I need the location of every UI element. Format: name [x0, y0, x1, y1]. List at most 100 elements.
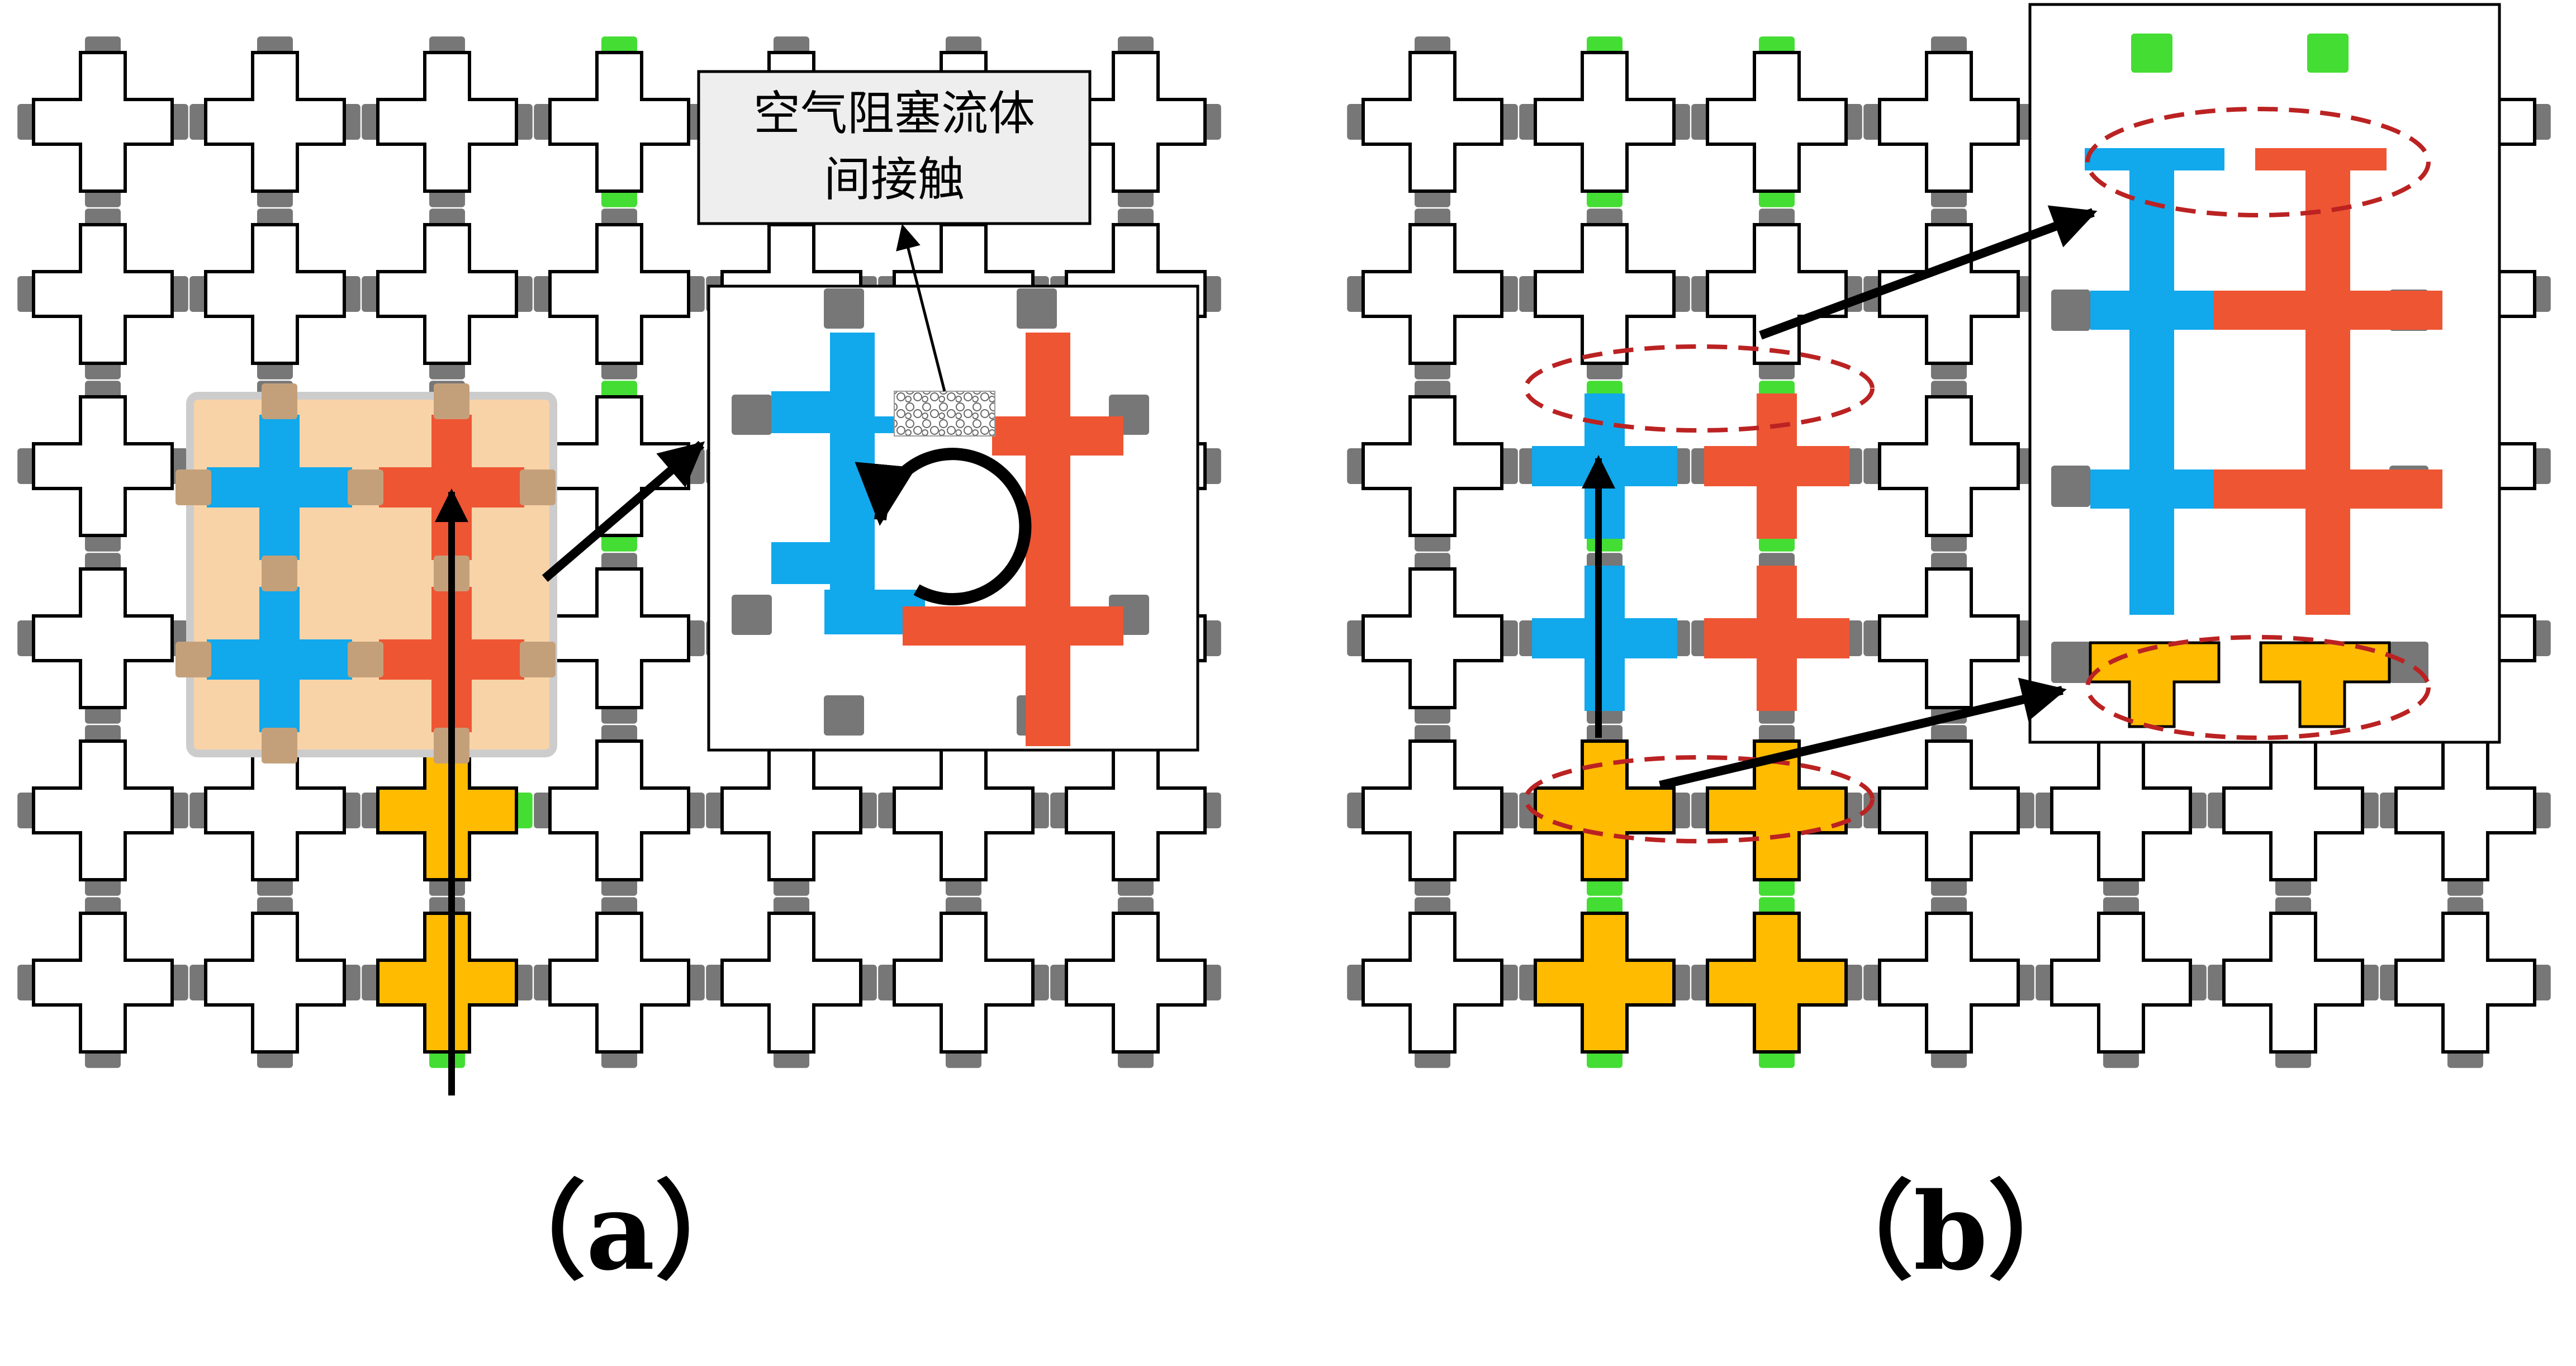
- red-fluid-cell: [1704, 566, 1849, 711]
- zoom-arrow-b-top: [1759, 205, 2098, 340]
- interface-ellipse: [2085, 107, 2431, 217]
- mixer-cell: [204, 912, 346, 1054]
- mixer-cell: [1361, 567, 1503, 709]
- orange-fluid-cell: [1534, 739, 1676, 881]
- panel-label-a: （a）: [480, 1169, 761, 1294]
- overlap-pad: [520, 642, 556, 677]
- port-pad: [1017, 288, 1057, 329]
- panel-label-b: （b）: [1808, 1169, 2094, 1294]
- mixer-cell: [204, 51, 346, 193]
- mixer-cell: [2394, 912, 2536, 1054]
- mixer-cell: [548, 912, 690, 1054]
- overlap-pad: [348, 469, 383, 505]
- mixer-cell: [2394, 739, 2536, 881]
- red-fluid-cell: [379, 415, 524, 560]
- mixer-cell: [720, 739, 862, 881]
- mixer-cell: [1361, 51, 1503, 193]
- callout-line-2: 间接触: [824, 152, 965, 207]
- port-pad: [2051, 290, 2090, 331]
- port-pad: [732, 395, 772, 435]
- overlap-pad: [262, 383, 297, 419]
- callout-line-1: 空气阻塞流体: [753, 86, 1035, 141]
- mixer-cell: [548, 739, 690, 881]
- mixer-cell: [32, 395, 174, 537]
- port-pad: [732, 595, 772, 635]
- mixer-cell: [32, 739, 174, 881]
- orange-fluid-cell: [1706, 912, 1848, 1054]
- mixer-cell: [1361, 395, 1503, 537]
- callout-air-blockage: 空气阻塞流体 间接触: [697, 70, 1092, 225]
- zoom-arrow-a: [542, 440, 705, 582]
- orange-fluid-cell: [1706, 739, 1848, 881]
- circulation-arrow: [855, 448, 1032, 606]
- blue-fluid-zoom: [2085, 148, 2224, 170]
- zoom-frame-b: [2028, 3, 2501, 744]
- mixer-cell: [548, 51, 690, 193]
- mixer-cell: [548, 223, 690, 365]
- port-pad: [824, 288, 864, 329]
- overlays: [175, 3, 2501, 1095]
- mixer-cell: [204, 223, 346, 365]
- orange-fluid-cell: [376, 739, 518, 881]
- mixer-cell: [1361, 739, 1503, 881]
- mixer-cell: [893, 912, 1035, 1054]
- callout-pointer: [896, 224, 946, 392]
- port-pad: [2131, 34, 2172, 73]
- zoom-inset-b: [2028, 3, 2501, 744]
- mixer-cell: [204, 739, 346, 881]
- port-pad: [2051, 642, 2090, 683]
- blue-fluid-cell: [1532, 393, 1677, 539]
- overlap-pad: [348, 642, 383, 677]
- callout-box: [697, 70, 1092, 225]
- mixer-cell: [376, 223, 518, 365]
- blue-fluid-zoom: [824, 590, 925, 634]
- orange-fluid-zoom: [2089, 641, 2221, 728]
- mixer-cell: [1706, 51, 1848, 193]
- zoom-frame-a: [707, 284, 1199, 752]
- mixer-cell: [1361, 223, 1503, 365]
- red-fluid-zoom: [903, 333, 1123, 746]
- mixer-cell: [32, 912, 174, 1054]
- mixer-cell: [1361, 912, 1503, 1054]
- overlap-pad: [175, 469, 211, 505]
- interface-ellipse: [2085, 635, 2431, 740]
- mixer-cell: [376, 51, 518, 193]
- mixer-cell: [1065, 912, 1207, 1054]
- overlap-pad: [175, 642, 211, 677]
- overlap-pad: [262, 556, 297, 591]
- red-fluid-cell: [1704, 393, 1849, 539]
- mixer-cell: [32, 51, 174, 193]
- overlap-pad: [434, 383, 469, 419]
- mixer-cell: [1878, 223, 2020, 365]
- red-fluid-zoom: [2213, 148, 2442, 615]
- mixer-cell: [2222, 739, 2364, 881]
- mixing-region-highlight: [186, 392, 557, 757]
- overlap-pad: [520, 469, 556, 505]
- mixer-cell: [1534, 223, 1676, 365]
- air-bubble-zone: [894, 391, 995, 437]
- mixer-cell: [1878, 739, 2020, 881]
- mixer-cell: [548, 567, 690, 709]
- mixer-cell: [1878, 567, 2020, 709]
- mixer-cell: [720, 912, 862, 1054]
- mixer-cell: [893, 739, 1035, 881]
- blue-fluid-cell: [1532, 566, 1677, 711]
- mixer-cell: [32, 223, 174, 365]
- interface-ellipse: [1524, 344, 1875, 433]
- mixer-cell: [1706, 223, 1848, 365]
- mixer-cell: [1065, 739, 1207, 881]
- mixer-cell: [1878, 912, 2020, 1054]
- blue-fluid-cell: [207, 415, 352, 560]
- port-pad: [824, 695, 864, 736]
- port-pad: [2051, 466, 2090, 507]
- port-pad: [2307, 34, 2349, 73]
- overlap-pad: [262, 728, 297, 763]
- mixer-cell: [1878, 395, 2020, 537]
- mixer-cell: [2222, 912, 2364, 1054]
- orange-fluid-cell: [1534, 912, 1676, 1054]
- mixer-cell: [2050, 739, 2192, 881]
- interface-ellipse: [1524, 755, 1875, 843]
- orange-fluid-cell: [376, 912, 518, 1054]
- mixer-cell: [2050, 912, 2192, 1054]
